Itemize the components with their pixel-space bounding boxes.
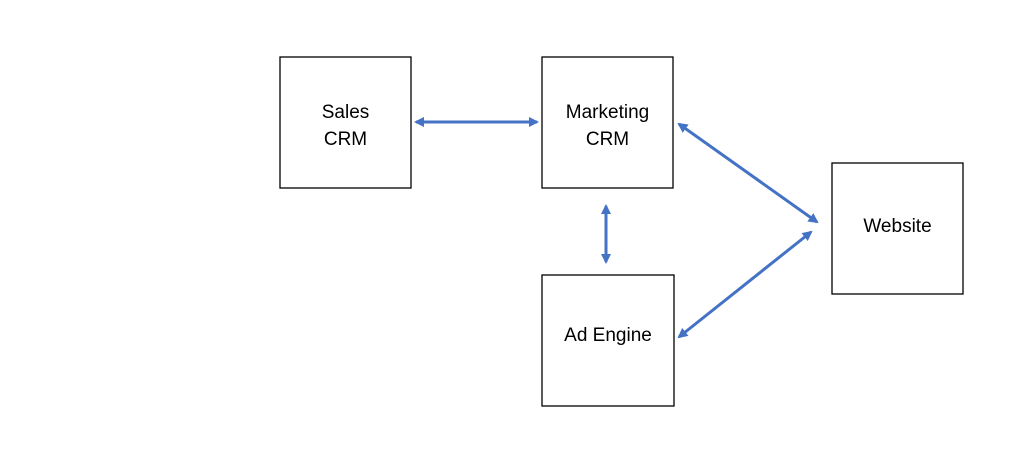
node-website: Website — [831, 162, 964, 295]
edge-adengine-website — [677, 230, 813, 339]
node-ad-engine: Ad Engine — [541, 274, 675, 407]
node-sales-crm: Sales CRM — [279, 56, 412, 189]
edge-marketing-website — [677, 122, 819, 224]
node-sales-crm-line-1: Sales — [322, 102, 370, 123]
node-marketing-crm-line-1: Marketing — [566, 102, 649, 123]
node-ad-engine-line-1: Ad Engine — [564, 325, 652, 346]
node-marketing-crm-line-2: CRM — [586, 129, 629, 150]
node-marketing-crm: Marketing CRM — [541, 56, 674, 189]
node-sales-crm-line-2: CRM — [324, 129, 367, 150]
node-website-line-1: Website — [863, 216, 931, 237]
